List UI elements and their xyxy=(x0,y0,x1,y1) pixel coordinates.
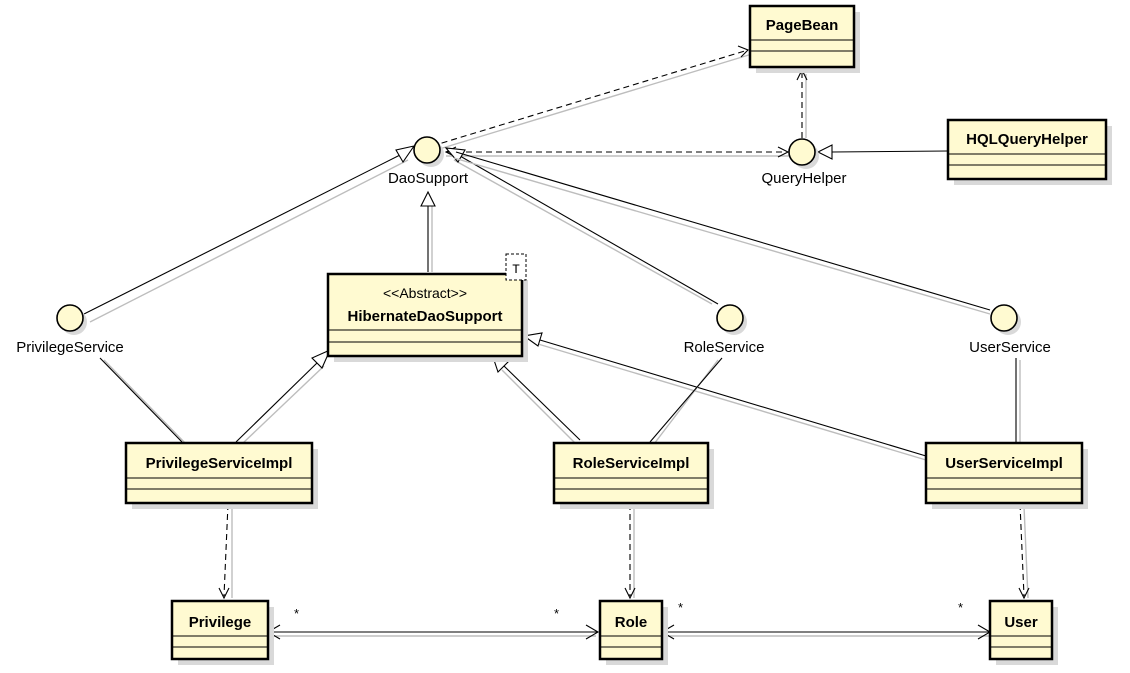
realization-hibernatedaosupport-daosupport xyxy=(420,190,436,272)
dependency-roleserviceimpl-role xyxy=(624,504,636,600)
class-name: PrivilegeServiceImpl xyxy=(146,455,293,472)
generalization-userservice-daosupport xyxy=(453,151,991,315)
class-name: HQLQueryHelper xyxy=(966,131,1088,148)
class-userserviceimpl[interactable]: UserServiceImpl xyxy=(924,441,1088,509)
realization-privilegeserviceimpl-privilegeservice xyxy=(99,357,187,445)
interface-privilegeservice[interactable]: PrivilegeService xyxy=(16,304,124,356)
interface-circle-icon xyxy=(990,304,1018,332)
class-role[interactable]: Role xyxy=(598,599,668,665)
class-name: HibernateDaoSupport xyxy=(347,308,502,325)
class-stereotype: <<Abstract>> xyxy=(383,285,467,301)
class-hibernatedaosupport[interactable]: <<Abstract>> HibernateDaoSupport T xyxy=(326,253,528,362)
class-user[interactable]: User xyxy=(988,599,1058,665)
dependency-daosupport-queryhelper xyxy=(444,146,790,158)
realization-userserviceimpl-userservice xyxy=(1015,358,1021,444)
interface-userservice[interactable]: UserService xyxy=(969,304,1051,356)
interface-label: UserService xyxy=(969,339,1051,356)
multiplicity-role-user-left: * xyxy=(678,600,683,615)
class-privilege[interactable]: Privilege xyxy=(170,599,274,665)
multiplicity-role-user-right: * xyxy=(958,600,963,615)
type-parameter: T xyxy=(512,262,520,277)
generalization-privilegeservice-daosupport xyxy=(83,145,416,323)
interface-label: PrivilegeService xyxy=(16,339,124,356)
multiplicity-privilege-role-left: * xyxy=(294,606,299,621)
interface-label: DaoSupport xyxy=(388,170,469,187)
realization-roleserviceimpl-roleservice xyxy=(649,357,723,445)
interface-queryhelper[interactable]: QueryHelper xyxy=(761,138,847,187)
class-name: Privilege xyxy=(189,614,252,631)
interface-circle-icon xyxy=(56,304,84,332)
class-name: RoleServiceImpl xyxy=(573,455,690,472)
class-privilegeserviceimpl[interactable]: PrivilegeServiceImpl xyxy=(124,441,318,509)
dependency-privilegeserviceimpl-privilege xyxy=(218,503,233,600)
interface-roleservice[interactable]: RoleService xyxy=(684,304,765,356)
dependency-userserviceimpl-user xyxy=(1018,503,1030,600)
class-roleserviceimpl[interactable]: RoleServiceImpl xyxy=(552,441,714,509)
class-name: PageBean xyxy=(766,17,839,34)
class-name: UserServiceImpl xyxy=(945,455,1063,472)
generalization-roleservice-daosupport xyxy=(444,147,719,305)
class-pagebean[interactable]: PageBean xyxy=(748,4,860,73)
interface-circle-icon xyxy=(716,304,744,332)
interface-circle-icon xyxy=(788,138,816,166)
class-name: User xyxy=(1004,614,1038,631)
generalization-privilegeserviceimpl-hibernatedaosupport xyxy=(235,348,332,445)
generalization-userserviceimpl-hibernatedaosupport xyxy=(522,332,927,461)
dependency-queryhelper-pagebean xyxy=(796,68,808,138)
association-privilege-role xyxy=(266,624,600,640)
class-hqlqueryhelper[interactable]: HQLQueryHelper xyxy=(946,118,1112,185)
dependency-daosupport-pagebean xyxy=(431,45,753,151)
class-name: Role xyxy=(615,614,648,631)
association-role-user xyxy=(660,624,992,640)
type-parameter-box xyxy=(505,253,527,281)
realization-hqlqueryhelper-queryhelper xyxy=(816,144,949,160)
interface-circle-icon xyxy=(413,136,441,164)
interface-label: QueryHelper xyxy=(761,170,846,187)
generalization-roleserviceimpl-hibernatedaosupport xyxy=(491,352,581,445)
multiplicity-privilege-role-right: * xyxy=(554,606,559,621)
interface-label: RoleService xyxy=(684,339,765,356)
interface-daosupport[interactable]: DaoSupport xyxy=(388,136,469,187)
